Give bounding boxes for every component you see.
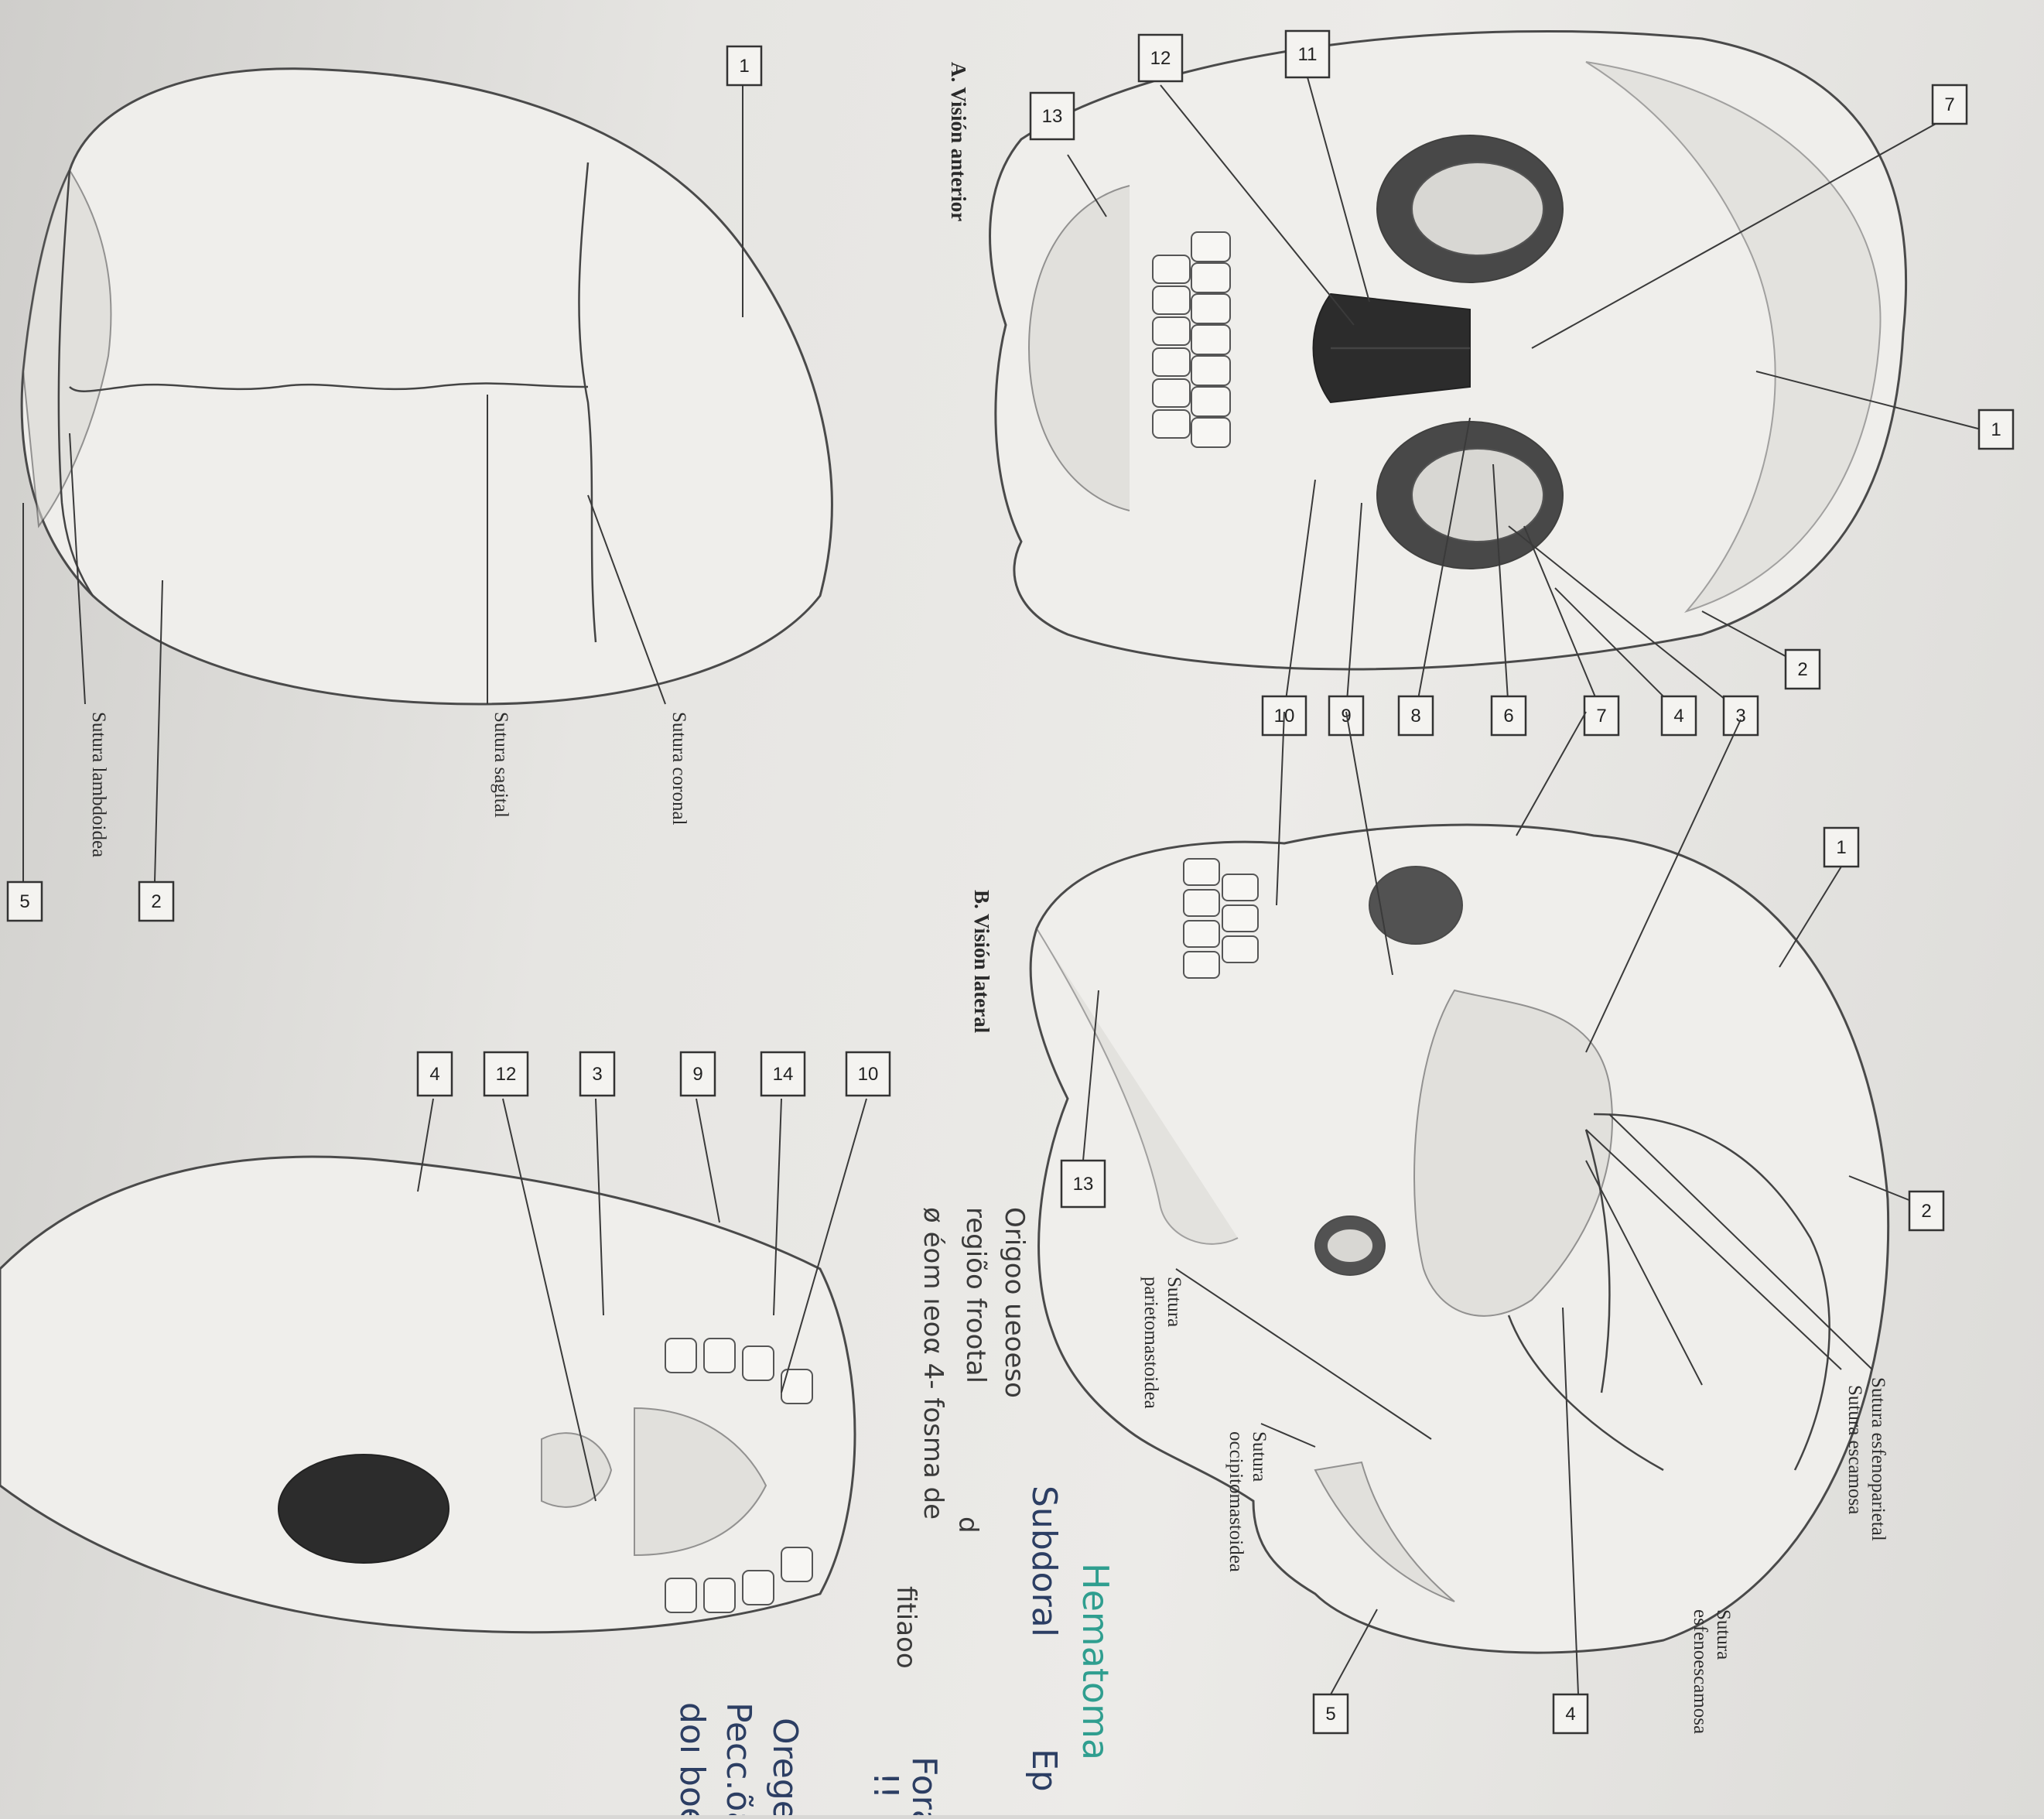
note-line-5: d — [952, 1516, 983, 1533]
note-hematoma: Hematoma — [1075, 1563, 1116, 1760]
label-7-text: 7 — [1944, 94, 1954, 115]
note-dos: doı boe — [672, 1702, 712, 1815]
label-d-4-text: 4 — [429, 1064, 439, 1085]
label-7b-text: 7 — [1596, 706, 1606, 727]
label-c-1-text: 1 — [739, 56, 749, 77]
note-ep: Ep — [1024, 1749, 1064, 1792]
label-box-4: 4 — [1662, 696, 1696, 735]
label-d-12-text: 12 — [496, 1064, 517, 1085]
suture-occipitomastoidea-2: occipitomastoidea — [1225, 1431, 1246, 1572]
label-d-9-text: 9 — [692, 1064, 702, 1085]
note-line-3: ø éom ıeoα 4- fosma de — [918, 1207, 949, 1520]
label-b-13-text: 13 — [1073, 1174, 1094, 1195]
label-b-box-13: 13 — [1061, 1161, 1105, 1207]
label-b-box-4: 4 — [1554, 1694, 1588, 1733]
label-8-text: 8 — [1410, 706, 1420, 727]
label-box-3: 3 — [1724, 696, 1758, 735]
label-box-12: 12 — [1139, 35, 1182, 81]
label-b-box-5: 5 — [1314, 1694, 1348, 1733]
label-d-box-10: 10 — [846, 1052, 890, 1096]
label-box-13: 13 — [1031, 93, 1074, 139]
label-13-text: 13 — [1042, 106, 1063, 127]
label-b-1-text: 1 — [1836, 837, 1846, 858]
figure-d-number-boxes: 4 12 3 9 14 10 — [418, 1052, 890, 1096]
label-b-4-text: 4 — [1565, 1704, 1575, 1725]
note-line-1: Origoo ueoeso — [999, 1207, 1030, 1398]
suture-escamosa: Sutura escamosa — [1844, 1385, 1865, 1514]
label-d-box-4: 4 — [418, 1052, 452, 1096]
label-d-box-12: 12 — [484, 1052, 528, 1096]
label-b-box-1: 1 — [1824, 828, 1858, 867]
note-line-4: fitiaoo — [890, 1586, 921, 1669]
suture-coronal: Sutura coronal — [668, 712, 689, 826]
suture-occipitomastoidea-1: Sutura — [1249, 1431, 1270, 1482]
note-fora: Fora — [904, 1756, 944, 1815]
suture-esfenoescamosa-1: Sutura — [1713, 1609, 1734, 1660]
label-11-text: 11 — [1298, 44, 1318, 65]
label-d-10-text: 10 — [858, 1064, 879, 1085]
label-1-text: 1 — [1991, 419, 2001, 440]
suture-parietomastoidea-1: Sutura — [1164, 1277, 1184, 1327]
label-6-text: 6 — [1503, 706, 1513, 727]
label-d-box-14: 14 — [761, 1052, 805, 1096]
label-box-7-top: 7 — [1933, 85, 1967, 124]
suture-esfenoescamosa-2: esfenoescamosa — [1690, 1609, 1711, 1734]
label-c-box-1: 1 — [727, 46, 761, 85]
note-origem: Oregen — [765, 1718, 805, 1815]
suture-sagital: Sutura sagital — [490, 712, 511, 818]
note-fora-2: !! — [866, 1772, 905, 1799]
suture-parietomastoidea-2: parietomastoidea — [1140, 1277, 1161, 1409]
note-subdural: Subdoral — [1024, 1486, 1064, 1637]
label-c-5-text: 5 — [19, 891, 29, 912]
label-box-11: 11 — [1286, 31, 1329, 77]
skull-inferior-view — [0, 1157, 855, 1633]
skull-anterior-view — [990, 31, 1906, 669]
label-box-6: 6 — [1492, 696, 1526, 735]
label-b-5-text: 5 — [1325, 1704, 1335, 1725]
label-c-2-text: 2 — [151, 891, 161, 912]
skull-lateral-view — [1031, 825, 1888, 1653]
label-c-box-5: 5 — [8, 882, 42, 921]
suture-lambdoidea: Sutura lambdoidea — [88, 712, 109, 857]
label-box-2: 2 — [1786, 650, 1820, 689]
label-2-text: 2 — [1797, 659, 1807, 680]
note-pecio: Pecc.õa — [719, 1702, 758, 1815]
suture-esfenoparietal: Sutura esfenoparietal — [1868, 1377, 1888, 1541]
label-d-box-9: 9 — [681, 1052, 715, 1096]
label-d-3-text: 3 — [592, 1064, 602, 1085]
label-d-14-text: 14 — [773, 1064, 794, 1085]
label-4-text: 4 — [1673, 706, 1683, 727]
label-12-text: 12 — [1150, 48, 1171, 69]
figure-c-suture-labels: Sutura coronal Sutura sagital Sutura lam… — [88, 712, 689, 857]
caption-figure-b: B. Visión lateral — [970, 890, 993, 1034]
note-line-2: regiõo frootal — [960, 1207, 991, 1383]
label-c-box-2: 2 — [139, 882, 173, 921]
skull-superior-view — [22, 69, 832, 704]
label-3-text: 3 — [1735, 706, 1745, 727]
label-box-8: 8 — [1399, 696, 1433, 735]
label-box-7: 7 — [1584, 696, 1618, 735]
caption-figure-a: A. Visión anterior — [947, 62, 970, 221]
label-b-2-text: 2 — [1921, 1201, 1931, 1222]
label-box-1: 1 — [1979, 410, 2013, 449]
label-d-box-3: 3 — [580, 1052, 614, 1096]
label-b-box-2: 2 — [1909, 1192, 1943, 1230]
